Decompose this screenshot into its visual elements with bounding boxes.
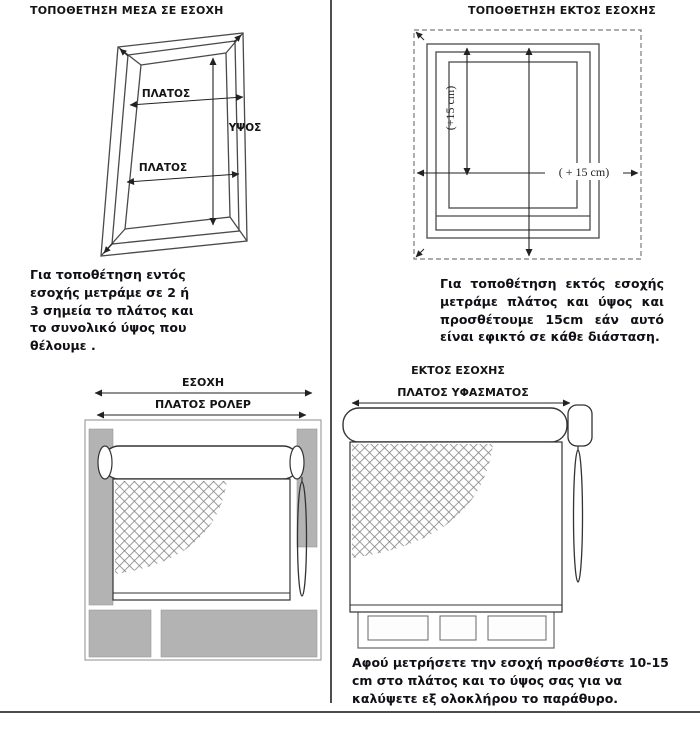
- chain-loop: [572, 449, 584, 583]
- fabric-net-texture: [352, 444, 493, 558]
- outside-recess-description: Για τοποθέτηση εκτός εσοχής μετράμε πλάτ…: [440, 276, 664, 345]
- window-frame-perspective: [100, 32, 248, 257]
- height-add-label: (+15 cm): [443, 86, 457, 130]
- roller-assembly: [342, 404, 593, 447]
- outside-recess-title: ΤΟΠΟΘΕΤΗΣΗ ΕΚΤΟΣ ΕΣΟΧΗΣ: [468, 4, 656, 17]
- vertical-divider: [330, 0, 332, 703]
- bottom-divider: [0, 711, 700, 713]
- wall-blocks: [88, 428, 318, 658]
- width-add-label: ( + 15 cm): [559, 165, 609, 179]
- fabric-width-label: ΠΛΑΤΟΣ ΥΦΑΣΜΑΤΟΣ: [397, 386, 529, 399]
- inside-recess-window-diagram: ΠΛΑΤΟΣ ΥΨΟΣ ΠΛΑΤΟΣ: [100, 32, 262, 257]
- window-frame-front: [426, 43, 600, 239]
- inside-recess-title: ΤΟΠΟΘΕΤΗΣΗ ΜΕΣΑ ΣΕ ΕΣΟΧΗ: [30, 4, 224, 17]
- recess-label: ΕΣΟΧΗ: [182, 376, 224, 389]
- dimension-arrows: [416, 47, 639, 257]
- outside-recess-window-diagram: (+15 cm) ( + 15 cm): [413, 29, 642, 260]
- outside-roller-diagram: ΕΚΤΟΣ ΕΣΟΧΗΣ ΠΛΑΤΟΣ ΥΦΑΣΜΑΤΟΣ: [342, 364, 593, 649]
- inside-recess-description: Για τοποθέτηση εντός εσοχής μετράμε σε 2…: [30, 267, 194, 353]
- recess-outer-frame: [84, 419, 322, 661]
- corner-depth-arrows: [103, 34, 242, 254]
- chain-loop: [296, 481, 308, 597]
- width-add-label-bg: [545, 163, 623, 180]
- roller-assembly: [97, 445, 305, 480]
- roller-width-label: ΠΛΑΤΟΣ ΡΟΛΕΡ: [155, 398, 251, 411]
- dashed-outline: [413, 29, 642, 260]
- width-label-top: ΠΛΑΤΟΣ: [142, 88, 190, 100]
- outside-label: ΕΚΤΟΣ ΕΣΟΧΗΣ: [411, 364, 505, 377]
- height-label: ΥΨΟΣ: [228, 122, 262, 134]
- fabric-net-texture: [115, 481, 227, 574]
- corner-depth-arrows: [415, 31, 425, 258]
- dimension-arrows: [126, 57, 244, 226]
- recess-roller-diagram: ΕΣΟΧΗ ΠΛΑΤΟΣ ΡΟΛΕΡ: [84, 376, 322, 661]
- width-label-bottom: ΠΛΑΤΟΣ: [139, 162, 187, 174]
- outside-roller-description: Αφού μετρήσετε την εσοχή προσθέστε 10-15…: [352, 655, 669, 706]
